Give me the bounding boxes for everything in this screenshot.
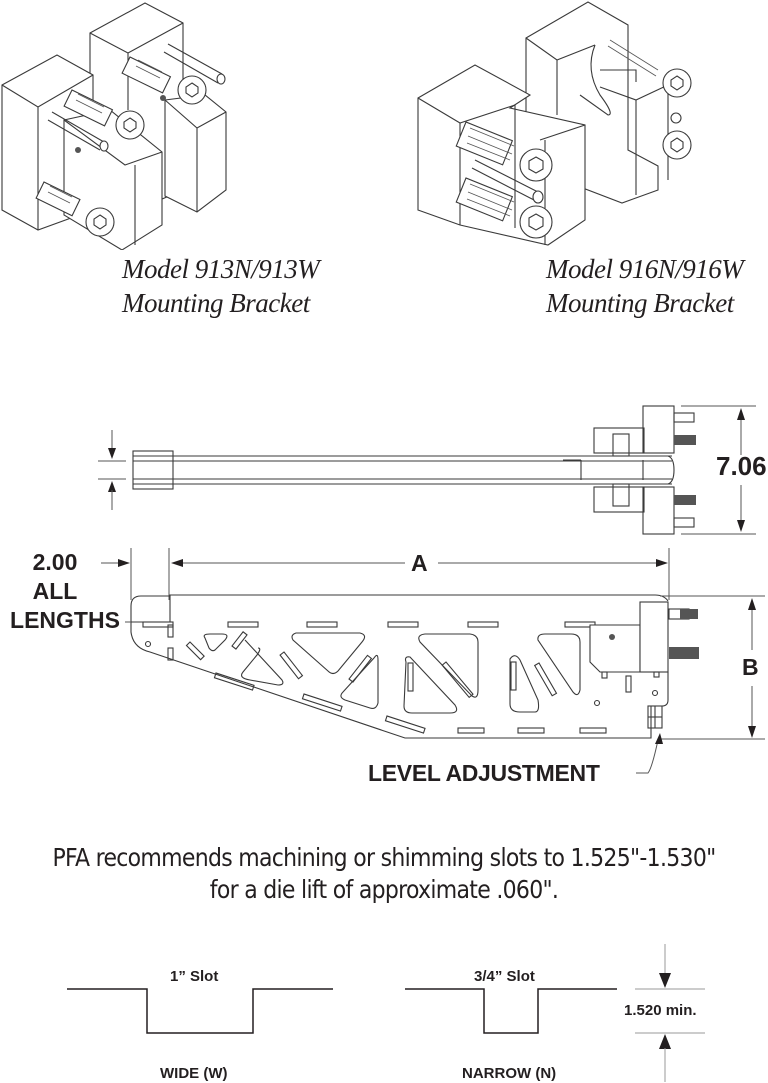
bracket-913-subtitle: Mounting Bracket — [122, 288, 310, 318]
level-adjust-nut — [647, 705, 663, 729]
side-view-drawing — [0, 545, 768, 785]
bracket-916-subtitle: Mounting Bracket — [546, 288, 734, 318]
bracket-916-model: Model 916N/916W — [546, 254, 744, 284]
top-slots — [142, 621, 596, 628]
note-line-1: PFA recommends machining or shimming slo… — [52, 843, 716, 872]
bracket-913-illustration — [0, 0, 250, 250]
bracket-913-model: Model 913N/913W — [122, 254, 320, 284]
lower-screw — [455, 177, 553, 239]
narrow-slot-size: 3/4” Slot — [474, 968, 535, 985]
side-view-svg — [101, 548, 765, 774]
wide-slot-size: 1” Slot — [170, 968, 219, 985]
dim-offset-note-all: ALL — [32, 578, 78, 604]
bracket-916-illustration — [410, 0, 710, 250]
dim-offset-label: 2.00 ALL LENGTHS — [8, 548, 128, 635]
upper-screw — [455, 121, 553, 182]
dim-length-label: A — [411, 550, 428, 576]
top-view-svg — [98, 405, 756, 535]
wide-slot-profile — [67, 988, 333, 1034]
slot-profiles — [0, 940, 768, 1083]
bracket-913-caption: Model 913N/913W Mounting Bracket — [122, 252, 320, 320]
bracket-913-drawing — [1, 2, 227, 250]
bracket-916-caption: Model 916N/916W Mounting Bracket — [546, 252, 744, 320]
top-view-drawing — [0, 395, 768, 555]
recommendation-note: PFA recommends machining or shimming slo… — [28, 842, 739, 906]
slot-depth-label: 1.520 min. — [624, 1002, 697, 1019]
triangle-cutouts — [203, 632, 581, 714]
narrow-slot-type: NARROW (N) — [462, 1065, 557, 1082]
dim-side-height-label: B — [742, 654, 759, 680]
narrow-slot-profile — [405, 988, 617, 1034]
diagonal-slots — [185, 631, 558, 734]
lower-front-screw — [35, 181, 115, 237]
wide-slot-type: WIDE (W) — [160, 1065, 228, 1082]
level-adjustment-callout: LEVEL ADJUSTMENT — [368, 760, 600, 786]
dim-height-label: 7.06 — [716, 451, 767, 481]
bracket-916-drawing — [417, 1, 692, 246]
upper-front-screw — [63, 89, 145, 140]
slot-profiles-svg — [67, 944, 705, 1082]
note-line-2: for a die lift of approximate .060". — [209, 875, 559, 904]
dim-offset-note-lengths: LENGTHS — [10, 607, 120, 633]
dim-offset-value: 2.00 — [32, 549, 78, 575]
rear-screw — [121, 56, 207, 105]
